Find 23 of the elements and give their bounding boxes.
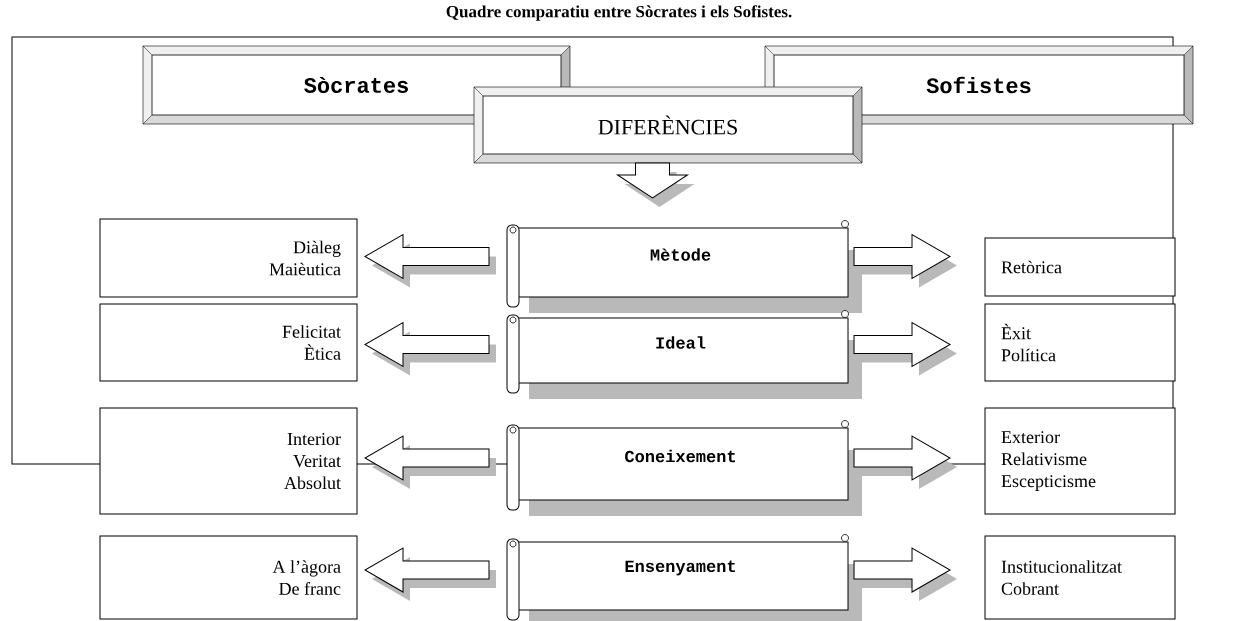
text-box: Diàleg Maièutica (99, 218, 358, 298)
title: Quadre comparatiu entre Sòcrates i els Sofistes. (446, 5, 792, 21)
block-arrow (853, 435, 957, 489)
text-box: Exterior Relativisme Escepticisme (984, 407, 1176, 515)
beveled-box: DIFERÈNCIES (473, 86, 863, 164)
block-arrow (617, 162, 695, 207)
text-box: Èxit Política (984, 303, 1176, 382)
block-arrow (364, 322, 496, 376)
block-arrow (853, 322, 957, 376)
text-box: Interior Veritat Absolut (99, 407, 358, 515)
text-box: A l’àgora De franc (99, 535, 358, 620)
text-box: Felicitat Ètica (99, 303, 358, 382)
block-arrow (364, 435, 496, 489)
scroll-banner: Coneixement (506, 420, 862, 516)
block-arrow (853, 234, 957, 288)
scroll-banner: Mètode (506, 220, 862, 313)
text-box: Institucionalitzat Cobrant (984, 535, 1176, 620)
block-arrow (853, 547, 957, 601)
scroll-banner: Ensenyament (506, 534, 862, 621)
block-arrow (364, 547, 496, 601)
text-box: Retòrica (984, 237, 1176, 297)
scroll-banner: Ideal (506, 310, 862, 399)
block-arrow (364, 234, 496, 288)
